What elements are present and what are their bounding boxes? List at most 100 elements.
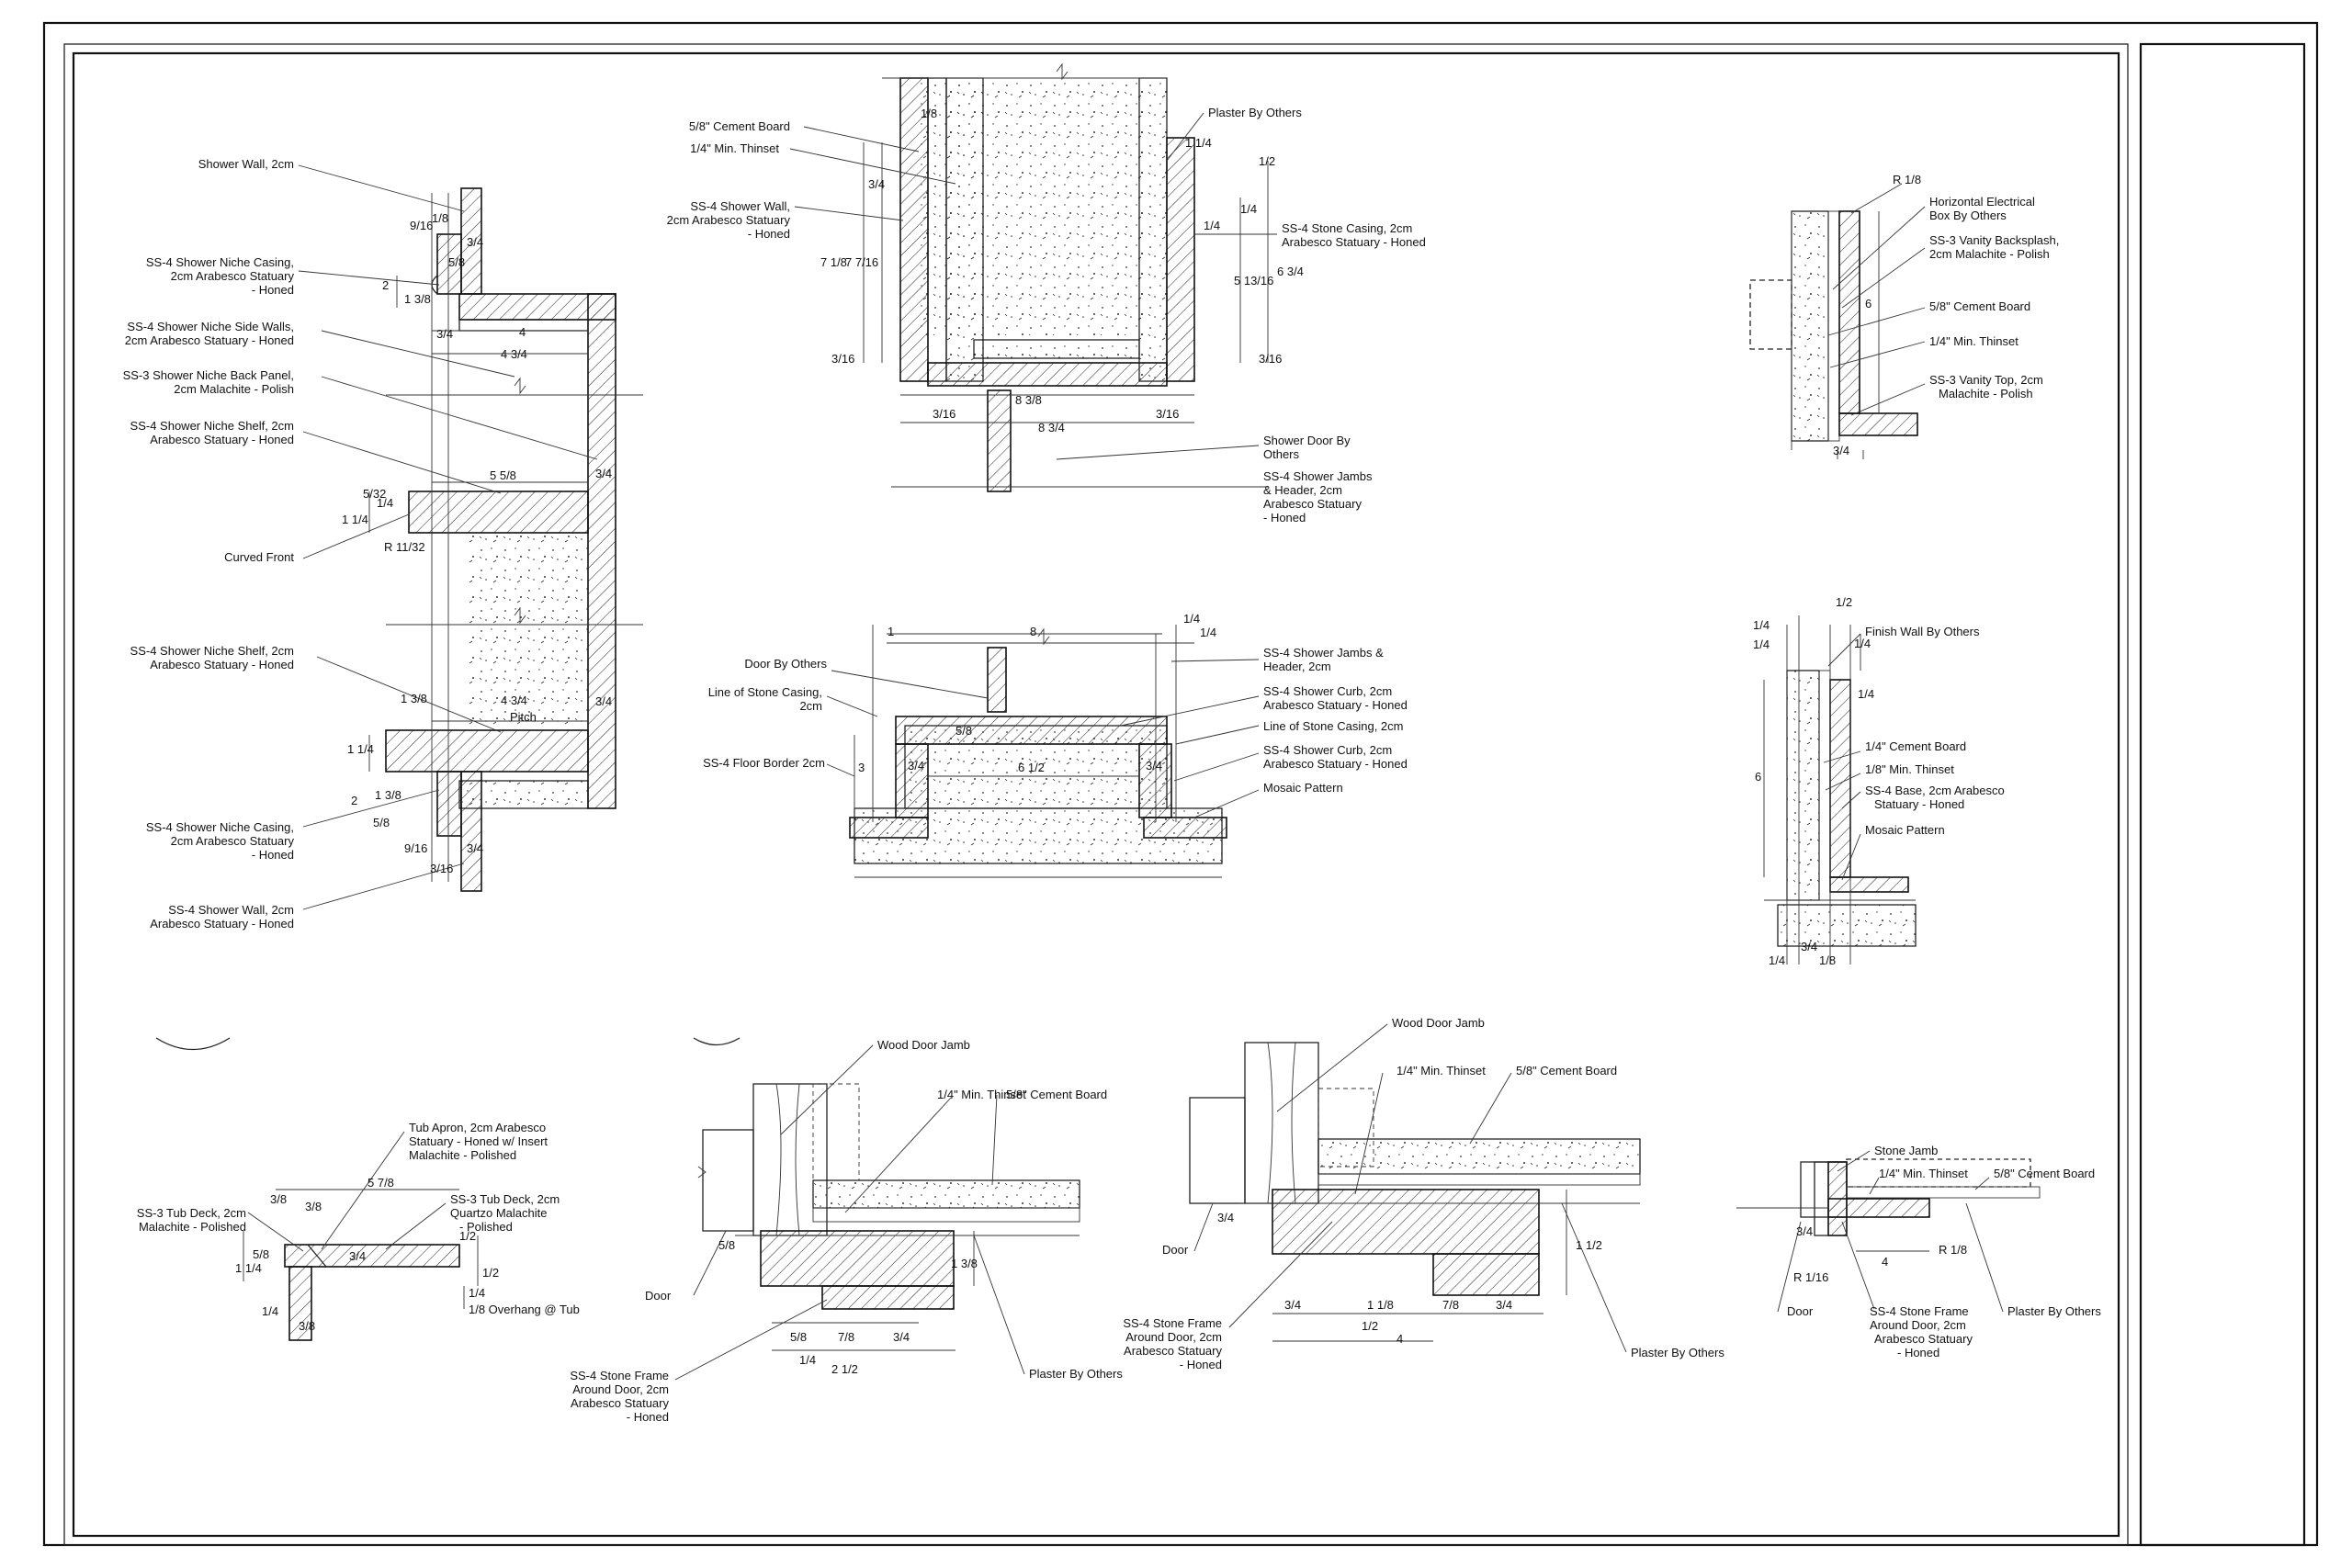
arc-mark xyxy=(155,1037,231,1051)
label: SS-4 Shower Niche Shelf, 2cm xyxy=(130,644,294,658)
label: - Honed xyxy=(1263,511,1306,525)
dimension: 1 3/8 xyxy=(401,692,427,705)
dimension: 5/8 xyxy=(790,1330,807,1344)
label: Around Door, 2cm xyxy=(1125,1330,1222,1344)
dimension: 9/16 xyxy=(404,841,427,855)
label: Malachite - Polished xyxy=(409,1148,516,1162)
dimension: 5/8 xyxy=(253,1247,269,1261)
dimension: 3/4 xyxy=(436,327,453,341)
dimension: 3/4 xyxy=(1146,759,1162,773)
dimension: 3 xyxy=(858,761,865,774)
dimension: 3/4 xyxy=(893,1330,910,1344)
label: 2cm Malachite - Polish xyxy=(1929,247,2050,261)
label: Curved Front xyxy=(224,550,294,564)
dimension: R 1/16 xyxy=(1793,1270,1828,1284)
label: Plaster By Others xyxy=(1208,106,1302,119)
label: 2cm Arabesco Statuary - Honed xyxy=(125,333,294,347)
label: 1/4" Min. Thinset xyxy=(937,1088,1026,1101)
label: SS-3 Vanity Backsplash, xyxy=(1929,233,2059,247)
dimension: 5/8 xyxy=(373,816,390,829)
label: Door xyxy=(1787,1304,1814,1318)
dimension: 3/4 xyxy=(1496,1298,1512,1312)
label: Line of Stone Casing, 2cm xyxy=(1263,719,1403,733)
label: Plaster By Others xyxy=(1631,1346,1724,1359)
label: Shower Door By xyxy=(1263,434,1351,447)
label: Plaster By Others xyxy=(2007,1304,2101,1318)
dimension: 3/16 xyxy=(933,407,956,421)
dimension: 1/4 xyxy=(1753,637,1770,651)
dimension: 1/2 xyxy=(1836,595,1852,609)
label: SS-4 Shower Wall, 2cm xyxy=(168,903,294,917)
dimension: 1/4 xyxy=(1183,612,1200,626)
label: 5/8" Cement Board xyxy=(1994,1167,2095,1180)
dimension: 5 13/16 xyxy=(1234,274,1273,288)
dimension: 1/2 xyxy=(482,1266,499,1280)
label: 5/8" Cement Board xyxy=(1516,1064,1617,1077)
label: Horizontal Electrical xyxy=(1929,195,2035,209)
label: 1/4" Min. Thinset xyxy=(1929,334,2018,348)
label: SS-4 Stone Frame xyxy=(570,1369,669,1382)
label: - Honed xyxy=(252,283,294,297)
label: - Polished xyxy=(459,1220,513,1234)
label: SS-4 Stone Casing, 2cm xyxy=(1282,221,1412,235)
dimension: 3/8 xyxy=(305,1200,322,1213)
dimension: 1/8 xyxy=(432,211,448,225)
dimension: 3/16 xyxy=(1156,407,1179,421)
dimension: 8 3/4 xyxy=(1038,421,1065,434)
label: 2cm Malachite - Polish xyxy=(174,382,294,396)
label: SS-4 Shower Niche Side Walls, xyxy=(127,320,294,333)
label: 5/8" Cement Board xyxy=(689,119,790,133)
label: SS-4 Base, 2cm Arabesco xyxy=(1865,784,2005,797)
label: Arabesco Statuary - Honed xyxy=(150,658,294,671)
dimension: 1/4 xyxy=(799,1353,816,1367)
label: Wood Door Jamb xyxy=(1392,1016,1485,1030)
dimension: 4 xyxy=(519,325,526,339)
label: 1/4" Min. Thinset xyxy=(1396,1064,1486,1077)
label: SS-3 Shower Niche Back Panel, xyxy=(123,368,294,382)
label: Mosaic Pattern xyxy=(1865,823,1945,837)
dimension: R 1/8 xyxy=(1893,173,1921,186)
label: - Honed xyxy=(748,227,790,241)
dimension: 6 1/2 xyxy=(1018,761,1045,774)
label: Arabesco Statuary xyxy=(1124,1344,1222,1358)
label: SS-4 Stone Frame xyxy=(1123,1316,1222,1330)
dimension: 1/4 xyxy=(1204,219,1220,232)
dimension: R 11/32 xyxy=(384,540,425,554)
label: 5/8" Cement Board xyxy=(1929,299,2030,313)
dimension: 1 1/4 xyxy=(347,742,374,756)
detail-base: Finish Wall By Others 1/4" Cement Board … xyxy=(1753,595,2005,967)
dimension: 1/4 xyxy=(1854,637,1871,650)
dimension: 4 3/4 xyxy=(501,347,527,361)
dimension: 1/4 xyxy=(1858,687,1874,701)
dimension: 3/8 xyxy=(299,1319,315,1333)
dimension: 6 xyxy=(1755,770,1761,784)
dimension: 3/4 xyxy=(349,1249,366,1263)
dimension: 7/8 xyxy=(838,1330,854,1344)
label: - Honed xyxy=(1897,1346,1939,1359)
label: 1/4" Min. Thinset xyxy=(1879,1167,1968,1180)
dimension: 3/16 xyxy=(430,862,453,875)
sheet-border xyxy=(42,21,2319,1547)
label: 1/8 Overhang @ Tub xyxy=(469,1303,580,1316)
dimension: 3/8 xyxy=(270,1192,287,1206)
dimension: 1/4 xyxy=(1240,202,1257,216)
dimension: 1/4 xyxy=(262,1304,278,1318)
label: SS-3 Tub Deck, 2cm xyxy=(450,1192,560,1206)
label: Arabesco Statuary xyxy=(571,1396,669,1410)
label: Box By Others xyxy=(1929,209,2007,222)
label: - Honed xyxy=(1180,1358,1222,1371)
label: Door xyxy=(1162,1243,1189,1257)
dimension: 3/4 xyxy=(595,694,612,708)
label: Arabesco Statuary - Honed xyxy=(150,433,294,446)
detail-door-frame-b: Wood Door Jamb 1/4" Min. Thinset 5/8" Ce… xyxy=(1123,1016,1724,1371)
label: Door xyxy=(645,1289,672,1303)
label: 2cm Arabesco Statuary xyxy=(171,834,295,848)
dimension: 1/8 xyxy=(1819,953,1836,967)
label: SS-3 Vanity Top, 2cm xyxy=(1929,373,2043,387)
dimension: 1 1/4 xyxy=(235,1261,262,1275)
dimension: R 1/8 xyxy=(1939,1243,1967,1257)
dimension: 2 1/2 xyxy=(831,1362,858,1376)
dimension: Pitch xyxy=(510,710,537,724)
label: - Honed xyxy=(627,1410,669,1424)
